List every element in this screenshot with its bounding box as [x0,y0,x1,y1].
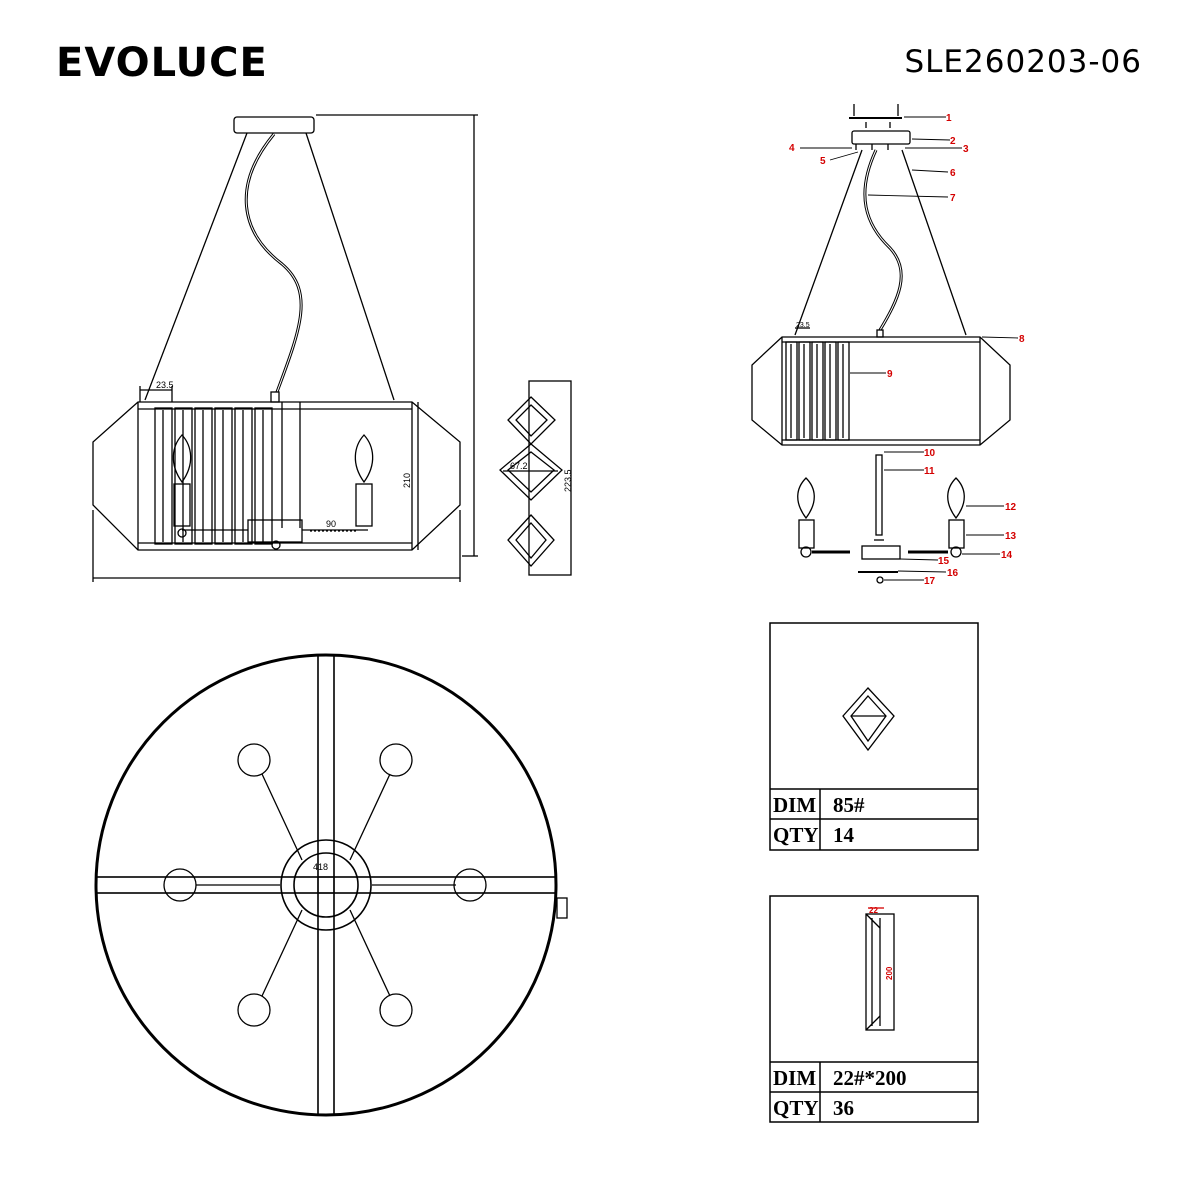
dim-crystal-width: 23.5 [156,380,174,390]
dim-strip-width: 67.2 [510,461,528,471]
candle-sleeve-right [355,483,373,527]
part-number: 11 [924,466,935,477]
power-cable [244,133,303,393]
diamond-crystal-icon [842,687,895,752]
part-number: 17 [924,576,936,587]
table2-strip-width: 22 [869,906,878,915]
exploded-view [751,104,1011,584]
arm-lamp-top-right [379,743,413,777]
part-numbers: 1 2 3 4 5 6 7 8 9 10 11 12 13 14 15 16 1… [789,113,1025,587]
dim-center-diameter: 418 [313,862,328,872]
part-number: 1 [946,113,952,124]
part-number: 4 [789,143,795,154]
parts-table-1 [769,622,979,851]
crystal-strip-detail [499,380,572,576]
top-view [94,653,568,1117]
parts-table-2 [769,895,979,1123]
part-number: 6 [950,168,956,179]
arm-lamp-bottom-right [379,993,413,1027]
part-number: 3 [963,144,969,155]
crystal-strips [154,407,273,545]
part-number: 10 [924,448,936,459]
arm-lamp-left [163,868,197,902]
table2-dim-label: DIM [773,1066,816,1090]
suspension-wire-right [305,132,395,401]
dim-exploded-crystal: 23.5 [796,322,810,329]
brand-title: EVOLUCE [56,40,268,86]
table1-qty-label: QTY [773,823,819,847]
dim-strip-height: 223.5 [563,469,573,492]
candle-sleeve-left [173,483,191,527]
strip-crystal-icon [865,913,895,1031]
part-number: 9 [887,369,893,380]
bulb-left [172,434,192,484]
arm-lamp-bottom-left [237,993,271,1027]
part-number: 14 [1001,550,1013,561]
part-number: 13 [1005,531,1017,542]
table1-dim-value: 85# [833,793,865,817]
arm-lamp-right [453,868,487,902]
model-number: SLE260203-06 [904,44,1142,80]
callout-leaders [800,116,1019,581]
part-number: 16 [947,568,959,579]
cable-grip [270,391,280,403]
part-number: 7 [950,193,956,204]
ceiling-canopy [233,116,315,134]
table2-qty-label: QTY [773,1096,819,1120]
part-number: 12 [1005,502,1017,513]
part-number: 8 [1019,334,1025,345]
part-number: 2 [950,136,956,147]
side-view [92,114,478,582]
part-number: 5 [820,156,826,167]
dim-body-height: 210 [402,473,412,488]
suspension-wire-left [144,132,248,401]
table1-qty-value: 14 [833,823,855,847]
part-number: 15 [938,556,950,567]
table2-qty-value: 36 [833,1096,854,1120]
bulb-right [354,434,374,484]
table2-dim-value: 22#*200 [833,1066,907,1090]
table2-strip-height: 200 [885,966,894,980]
arm-lamp-top-left [237,743,271,777]
dim-arm-length: 90 [326,519,336,529]
table1-dim-label: DIM [773,793,816,817]
